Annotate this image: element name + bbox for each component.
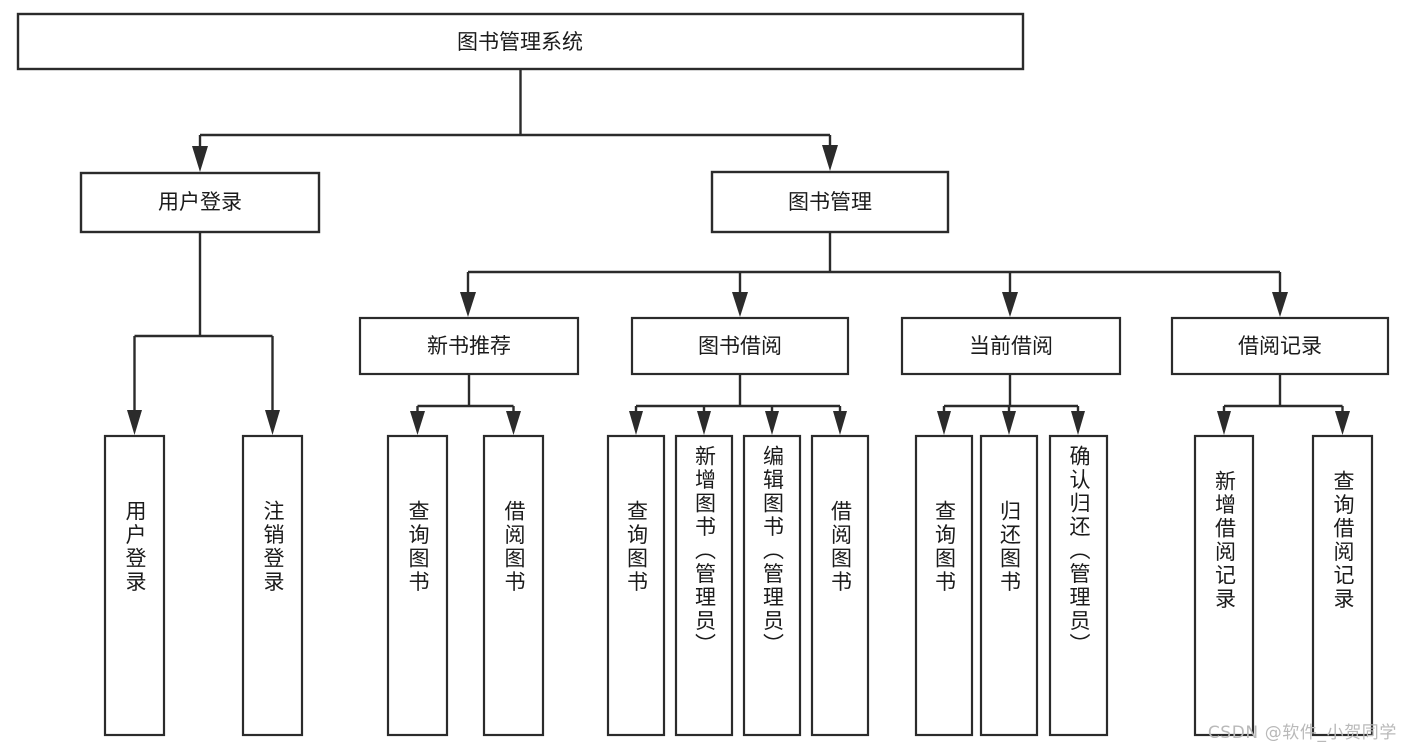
arrowhead-leaf-add-record <box>1217 411 1231 435</box>
node-leaf-query-book-2-label: 查询图书 <box>624 500 649 594</box>
node-leaf-add-book[interactable]: 新增图书（管理员） <box>674 434 734 737</box>
node-leaf-user-login-label: 用户登录 <box>122 500 147 594</box>
arrowhead-leaf-borrow-book-2 <box>833 411 847 435</box>
node-leaf-return-book-label: 归还图书 <box>997 500 1022 594</box>
node-current-borrow-box[interactable] <box>900 316 1122 376</box>
node-leaf-borrow-book-1-box[interactable] <box>482 434 545 737</box>
leaf-query-book-2-textwrap: 查询图书 <box>624 500 649 594</box>
arrowhead-borrow-record <box>1272 292 1288 317</box>
node-book-borrow-label: 图书借阅 <box>698 334 782 358</box>
arrowhead-leaf-user-login <box>127 410 142 435</box>
node-leaf-edit-book[interactable]: 编辑图书（管理员） <box>742 434 802 737</box>
node-borrow-record-box[interactable] <box>1170 316 1390 376</box>
leaf-user-login-textwrap: 用户登录 <box>122 500 147 594</box>
leaf-query-book-3-textwrap: 查询图书 <box>932 500 957 594</box>
node-leaf-query-book-2[interactable]: 查询图书 <box>606 434 666 737</box>
node-book-borrow[interactable]: 图书借阅 <box>630 316 850 376</box>
node-leaf-edit-book-label: 编辑图书（管理员） <box>760 445 785 657</box>
leaf-confirm-return-textwrap: 确认归还（管理员） <box>1066 445 1091 657</box>
node-leaf-confirm-return[interactable]: 确认归还（管理员） <box>1048 434 1109 737</box>
node-leaf-return-book-box[interactable] <box>979 434 1039 737</box>
node-leaf-query-book-1-box[interactable] <box>386 434 449 737</box>
node-leaf-logout-label: 注销登录 <box>260 500 285 594</box>
node-leaf-return-book[interactable]: 归还图书 <box>979 434 1039 737</box>
node-leaf-borrow-book-2-label: 借阅图书 <box>828 500 853 594</box>
node-leaf-query-book-3-label: 查询图书 <box>932 500 957 594</box>
node-leaf-borrow-book-2-box[interactable] <box>810 434 870 737</box>
node-current-borrow-label: 当前借阅 <box>969 334 1053 358</box>
leaf-logout-textwrap: 注销登录 <box>260 500 285 594</box>
node-root[interactable]: 图书管理系统 <box>16 12 1025 71</box>
arrowhead-leaf-return-book <box>1002 411 1016 435</box>
node-leaf-add-book-label: 新增图书（管理员） <box>692 445 717 657</box>
arrowhead-leaf-add-book <box>697 411 711 435</box>
arrowhead-leaf-edit-book <box>765 411 779 435</box>
node-new-book-rec-box[interactable] <box>358 316 580 376</box>
arrowhead-new-book-rec <box>460 292 476 317</box>
arrowhead-leaf-query-book-1 <box>410 411 425 435</box>
arrowhead-current-borrow <box>1002 292 1018 317</box>
node-new-book-rec[interactable]: 新书推荐 <box>358 316 580 376</box>
node-leaf-user-login-box[interactable] <box>103 434 166 737</box>
arrowhead-leaf-logout <box>265 410 280 435</box>
arrowhead-leaf-confirm-return <box>1071 411 1085 435</box>
node-current-borrow[interactable]: 当前借阅 <box>900 316 1122 376</box>
node-user-login[interactable]: 用户登录 <box>79 171 321 234</box>
node-leaf-add-record-label: 新增借阅记录 <box>1212 470 1237 611</box>
leaf-borrow-book-2-textwrap: 借阅图书 <box>828 500 853 594</box>
node-new-book-rec-label: 新书推荐 <box>427 334 511 358</box>
node-leaf-query-record[interactable]: 查询借阅记录 <box>1311 434 1374 737</box>
node-leaf-query-record-label: 查询借阅记录 <box>1330 470 1355 611</box>
arrowhead-book-borrow <box>732 292 748 317</box>
node-book-manage[interactable]: 图书管理 <box>710 170 950 234</box>
node-leaf-borrow-book-2[interactable]: 借阅图书 <box>810 434 870 737</box>
node-borrow-record-label: 借阅记录 <box>1238 334 1322 358</box>
leaf-return-book-textwrap: 归还图书 <box>997 500 1022 594</box>
arrowhead-leaf-query-record <box>1335 411 1350 435</box>
leaf-add-book-textwrap: 新增图书（管理员） <box>692 445 717 657</box>
node-leaf-user-login[interactable]: 用户登录 <box>103 434 166 737</box>
leaf-edit-book-textwrap: 编辑图书（管理员） <box>760 445 785 657</box>
node-leaf-confirm-return-box[interactable] <box>1048 434 1109 737</box>
node-leaf-add-record-box[interactable] <box>1193 434 1255 737</box>
arrowhead-leaf-query-book-2 <box>629 411 643 435</box>
arrowhead-book-manage <box>822 145 838 171</box>
node-leaf-add-record[interactable]: 新增借阅记录 <box>1193 434 1255 737</box>
node-leaf-logout[interactable]: 注销登录 <box>241 434 304 737</box>
node-leaf-query-book-3-box[interactable] <box>914 434 974 737</box>
node-leaf-add-book-box[interactable] <box>674 434 734 737</box>
node-leaf-query-book-2-box[interactable] <box>606 434 666 737</box>
node-borrow-record[interactable]: 借阅记录 <box>1170 316 1390 376</box>
node-root-label: 图书管理系统 <box>457 30 583 54</box>
node-leaf-borrow-book-1[interactable]: 借阅图书 <box>482 434 545 737</box>
connector-layer <box>127 69 1350 435</box>
node-root-box[interactable] <box>16 12 1025 71</box>
node-book-borrow-box[interactable] <box>630 316 850 376</box>
node-leaf-edit-book-box[interactable] <box>742 434 802 737</box>
node-leaf-confirm-return-label: 确认归还（管理员） <box>1066 445 1091 657</box>
node-leaf-query-book-1[interactable]: 查询图书 <box>386 434 449 737</box>
node-leaf-query-record-box[interactable] <box>1311 434 1374 737</box>
leaf-query-record-textwrap: 查询借阅记录 <box>1330 470 1355 611</box>
leaf-query-book-1-textwrap: 查询图书 <box>405 500 430 594</box>
node-user-login-box[interactable] <box>79 171 321 234</box>
node-user-login-label: 用户登录 <box>158 190 242 214</box>
arrowhead-leaf-query-book-3 <box>937 411 951 435</box>
node-leaf-logout-box[interactable] <box>241 434 304 737</box>
arrowhead-user-login <box>192 146 208 172</box>
node-leaf-borrow-book-1-label: 借阅图书 <box>501 500 526 594</box>
arrowhead-leaf-borrow-book-1 <box>506 411 521 435</box>
node-book-manage-box[interactable] <box>710 170 950 234</box>
node-leaf-query-book-1-label: 查询图书 <box>405 500 430 594</box>
leaf-borrow-book-1-textwrap: 借阅图书 <box>501 500 526 594</box>
leaf-add-record-textwrap: 新增借阅记录 <box>1212 470 1237 611</box>
node-leaf-query-book-3[interactable]: 查询图书 <box>914 434 974 737</box>
node-book-manage-label: 图书管理 <box>788 190 872 214</box>
